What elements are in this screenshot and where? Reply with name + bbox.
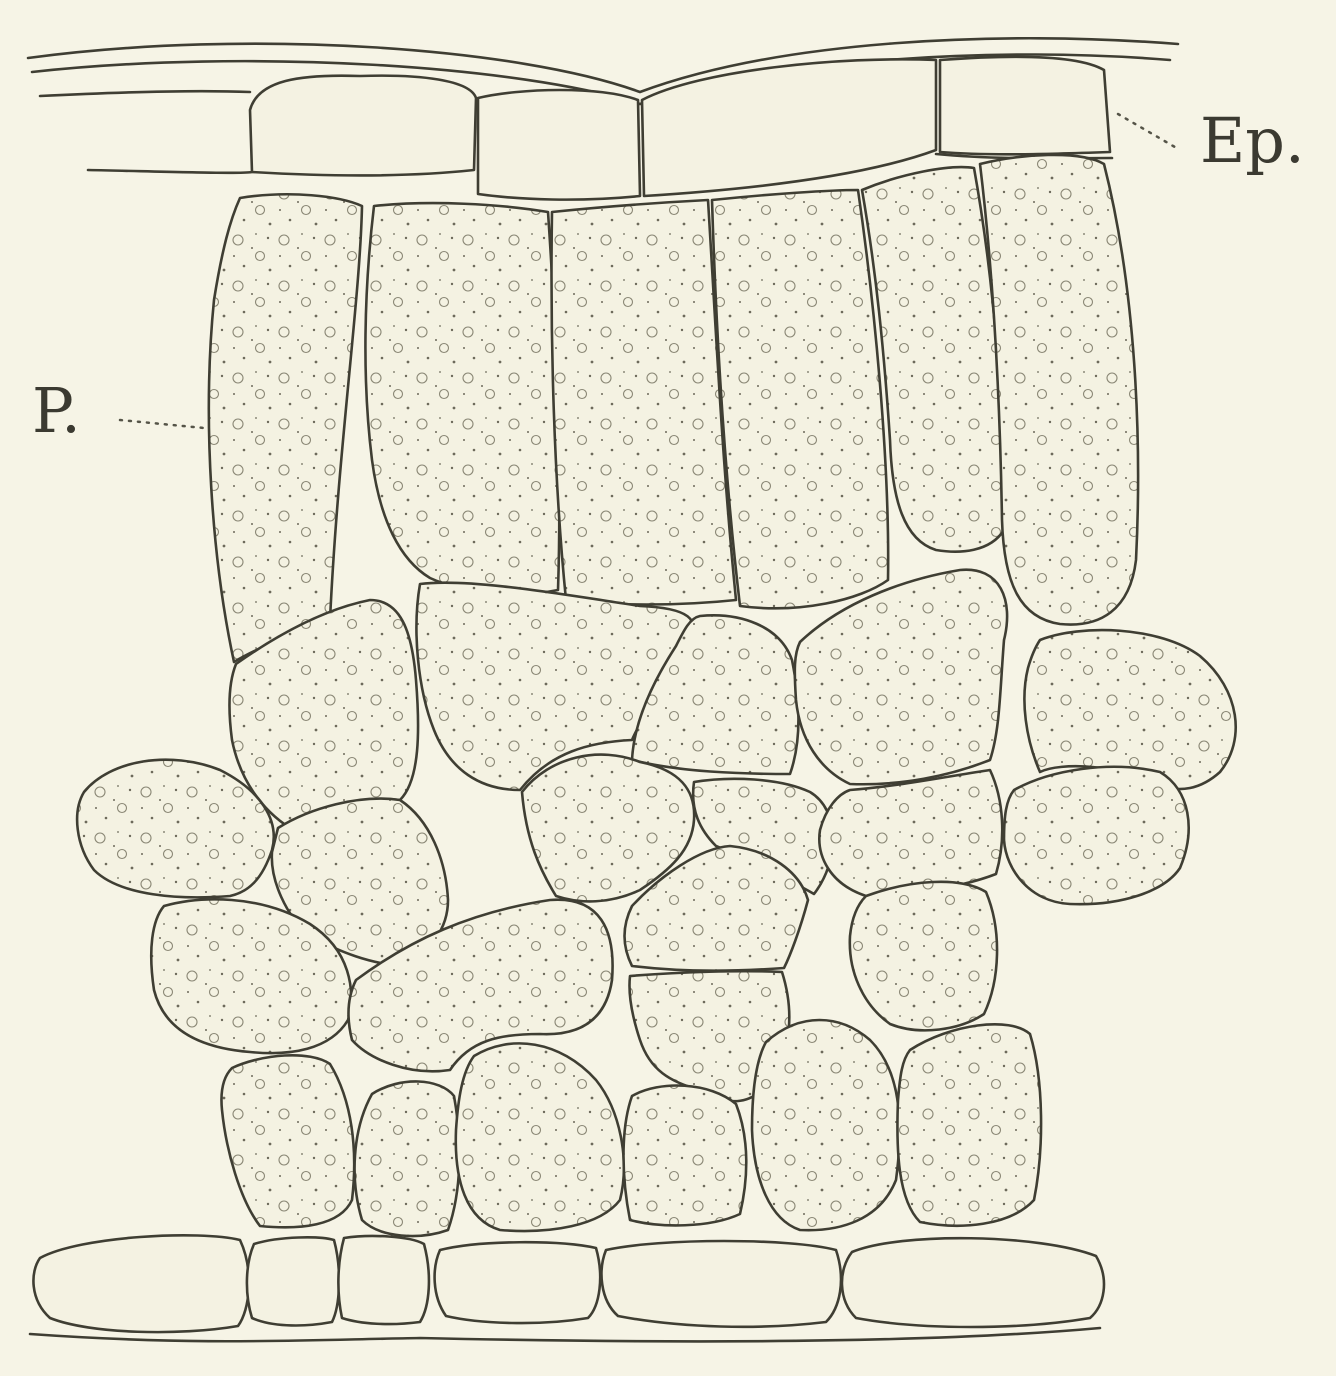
epidermis-label: Ep. [1200, 110, 1305, 172]
lower-epidermis [30, 1235, 1104, 1341]
epidermis-cell [478, 90, 640, 200]
epidermis-cell [247, 1237, 339, 1325]
ep-leader-line [1118, 114, 1180, 150]
palisade-cell [980, 155, 1138, 625]
epidermis-cell [642, 59, 936, 196]
epidermis-cell [842, 1238, 1104, 1327]
spongy-cell [456, 1043, 624, 1231]
epidermis-lower-line [88, 170, 252, 173]
spongy-cell [819, 770, 1002, 896]
spongy-cell [1004, 767, 1189, 904]
spongy-cell [355, 1081, 460, 1236]
spongy-cell [1024, 630, 1235, 789]
epidermis-cell [435, 1242, 601, 1323]
spongy-cell [752, 1020, 900, 1230]
epidermis-cell [250, 76, 476, 176]
epidermis-cell [338, 1236, 429, 1324]
epidermis-cell [33, 1235, 248, 1332]
spongy-cell [624, 1086, 747, 1226]
spongy-cell [850, 882, 997, 1031]
epidermis-cell-left [40, 91, 250, 96]
spongy-cell [221, 1055, 354, 1227]
spongy-cell [77, 760, 274, 898]
epidermis-cell [940, 57, 1110, 154]
palisade-label: P. [32, 380, 81, 442]
palisade-cell [552, 200, 736, 605]
epidermis-cell [602, 1241, 841, 1327]
palisade-cell [209, 194, 362, 662]
p-leader-line [120, 420, 204, 428]
spongy-cell [897, 1024, 1041, 1225]
palisade-cell [712, 190, 888, 608]
palisade-cell [365, 203, 559, 593]
spongy-mesophyll [77, 570, 1236, 1236]
